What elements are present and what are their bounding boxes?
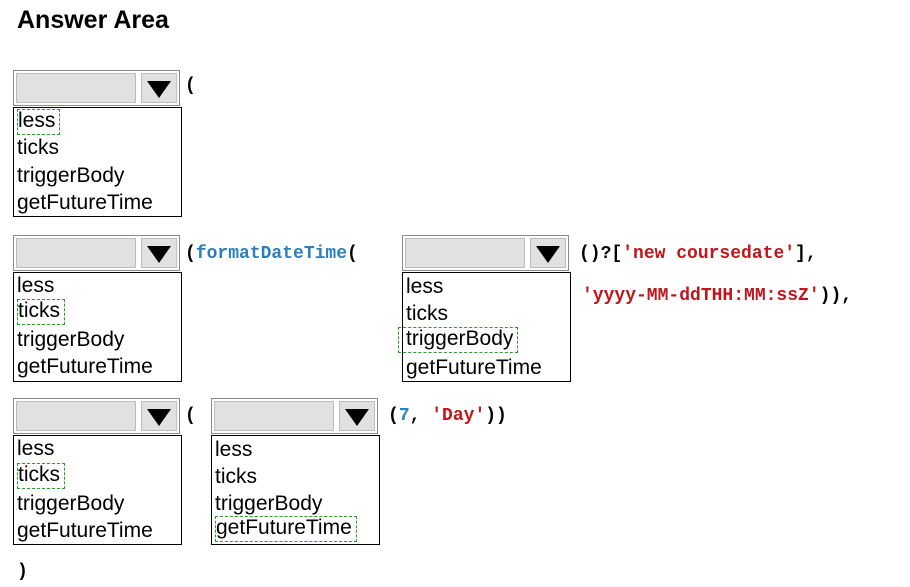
code-args: (7, 'Day')): [388, 406, 507, 426]
code-arg-number: 7: [398, 406, 410, 426]
dropdown-1-option-getfuturetime[interactable]: getFutureTime: [17, 191, 153, 214]
dropdown-2-option-triggerbody[interactable]: triggerBody: [17, 328, 125, 351]
dropdown-3-field[interactable]: [405, 238, 525, 268]
dropdown-5-option-ticks[interactable]: ticks: [215, 465, 257, 488]
chevron-down-icon: [147, 246, 171, 263]
dropdown-2-option-getfuturetime[interactable]: getFutureTime: [17, 355, 153, 378]
dropdown-1-field[interactable]: [16, 73, 136, 103]
dropdown-1-toggle[interactable]: [141, 73, 177, 103]
dropdown-5-header[interactable]: [211, 398, 378, 434]
dropdown-4-field[interactable]: [16, 401, 136, 431]
chevron-down-icon: [536, 246, 560, 263]
code-format-string: 'yyyy-MM-ddTHH:MM:ssZ': [582, 286, 820, 306]
dropdown-1-list: less ticks triggerBody getFutureTime: [13, 107, 182, 217]
code-coursedate-string: 'new coursedate': [622, 244, 796, 264]
dropdown-4-header[interactable]: [13, 398, 180, 434]
dropdown-1-option-less[interactable]: less: [17, 109, 61, 135]
code-arg-string: 'Day': [431, 406, 486, 426]
dropdown-2-option-ticks[interactable]: ticks: [17, 299, 65, 325]
chevron-down-icon: [147, 409, 171, 426]
dropdown-4-list: less ticks triggerBody getFutureTime: [13, 435, 182, 545]
code-open-paren-1: (: [185, 76, 196, 96]
dropdown-3-option-getfuturetime[interactable]: getFutureTime: [406, 356, 542, 379]
dropdown-2-list: less ticks triggerBody getFutureTime: [13, 272, 182, 382]
code-format-function: formatDateTime: [195, 244, 348, 264]
dropdown-4-toggle[interactable]: [141, 401, 177, 431]
code-format-string-line: 'yyyy-MM-ddTHH:MM:ssZ')),: [582, 286, 852, 306]
code-final-paren: ): [17, 562, 28, 582]
dropdown-4-option-triggerbody[interactable]: triggerBody: [17, 492, 125, 515]
code-close-parens: )),: [819, 286, 853, 306]
dropdown-3-option-ticks[interactable]: ticks: [406, 302, 448, 325]
code-arg-open: (: [388, 406, 399, 426]
dropdown-5-field[interactable]: [214, 401, 334, 431]
chevron-down-icon: [345, 409, 369, 426]
code-open-paren-4: (: [185, 406, 196, 426]
dropdown-3-option-less[interactable]: less: [406, 275, 444, 298]
dropdown-3-toggle[interactable]: [530, 238, 566, 268]
dropdown-2-option-less[interactable]: less: [17, 274, 55, 297]
dropdown-1-option-ticks[interactable]: ticks: [17, 136, 59, 159]
code-format-call: (formatDateTime(: [185, 244, 358, 264]
chevron-down-icon: [147, 81, 171, 98]
code-paren: (: [185, 244, 196, 264]
code-index-open: ()?[: [579, 244, 623, 264]
dropdown-4-option-ticks[interactable]: ticks: [17, 463, 65, 489]
dropdown-2-header[interactable]: [13, 235, 180, 271]
page-title: Answer Area: [17, 6, 169, 34]
dropdown-3-option-triggerbody[interactable]: triggerBody: [398, 327, 519, 353]
dropdown-5-option-less[interactable]: less: [215, 438, 253, 461]
dropdown-3-header[interactable]: [402, 235, 569, 271]
dropdown-4-option-getfuturetime[interactable]: getFutureTime: [17, 519, 153, 542]
dropdown-3-list: less ticks triggerBody getFutureTime: [398, 272, 571, 382]
dropdown-2-field[interactable]: [16, 238, 136, 268]
code-arg-close: )): [485, 406, 507, 426]
dropdown-1-header[interactable]: [13, 70, 180, 106]
dropdown-4-option-less[interactable]: less: [17, 437, 55, 460]
code-paren: (: [347, 244, 358, 264]
dropdown-5-option-getfuturetime[interactable]: getFutureTime: [215, 516, 357, 542]
code-coursedate: ()?['new coursedate'],: [579, 244, 817, 264]
code-index-close: ],: [795, 244, 817, 264]
dropdown-5-option-triggerbody[interactable]: triggerBody: [215, 492, 323, 515]
code-arg-sep: ,: [409, 406, 432, 426]
dropdown-5-list: less ticks triggerBody getFutureTime: [211, 435, 380, 545]
dropdown-1-option-triggerbody[interactable]: triggerBody: [17, 164, 125, 187]
dropdown-2-toggle[interactable]: [141, 238, 177, 268]
dropdown-5-toggle[interactable]: [339, 401, 375, 431]
